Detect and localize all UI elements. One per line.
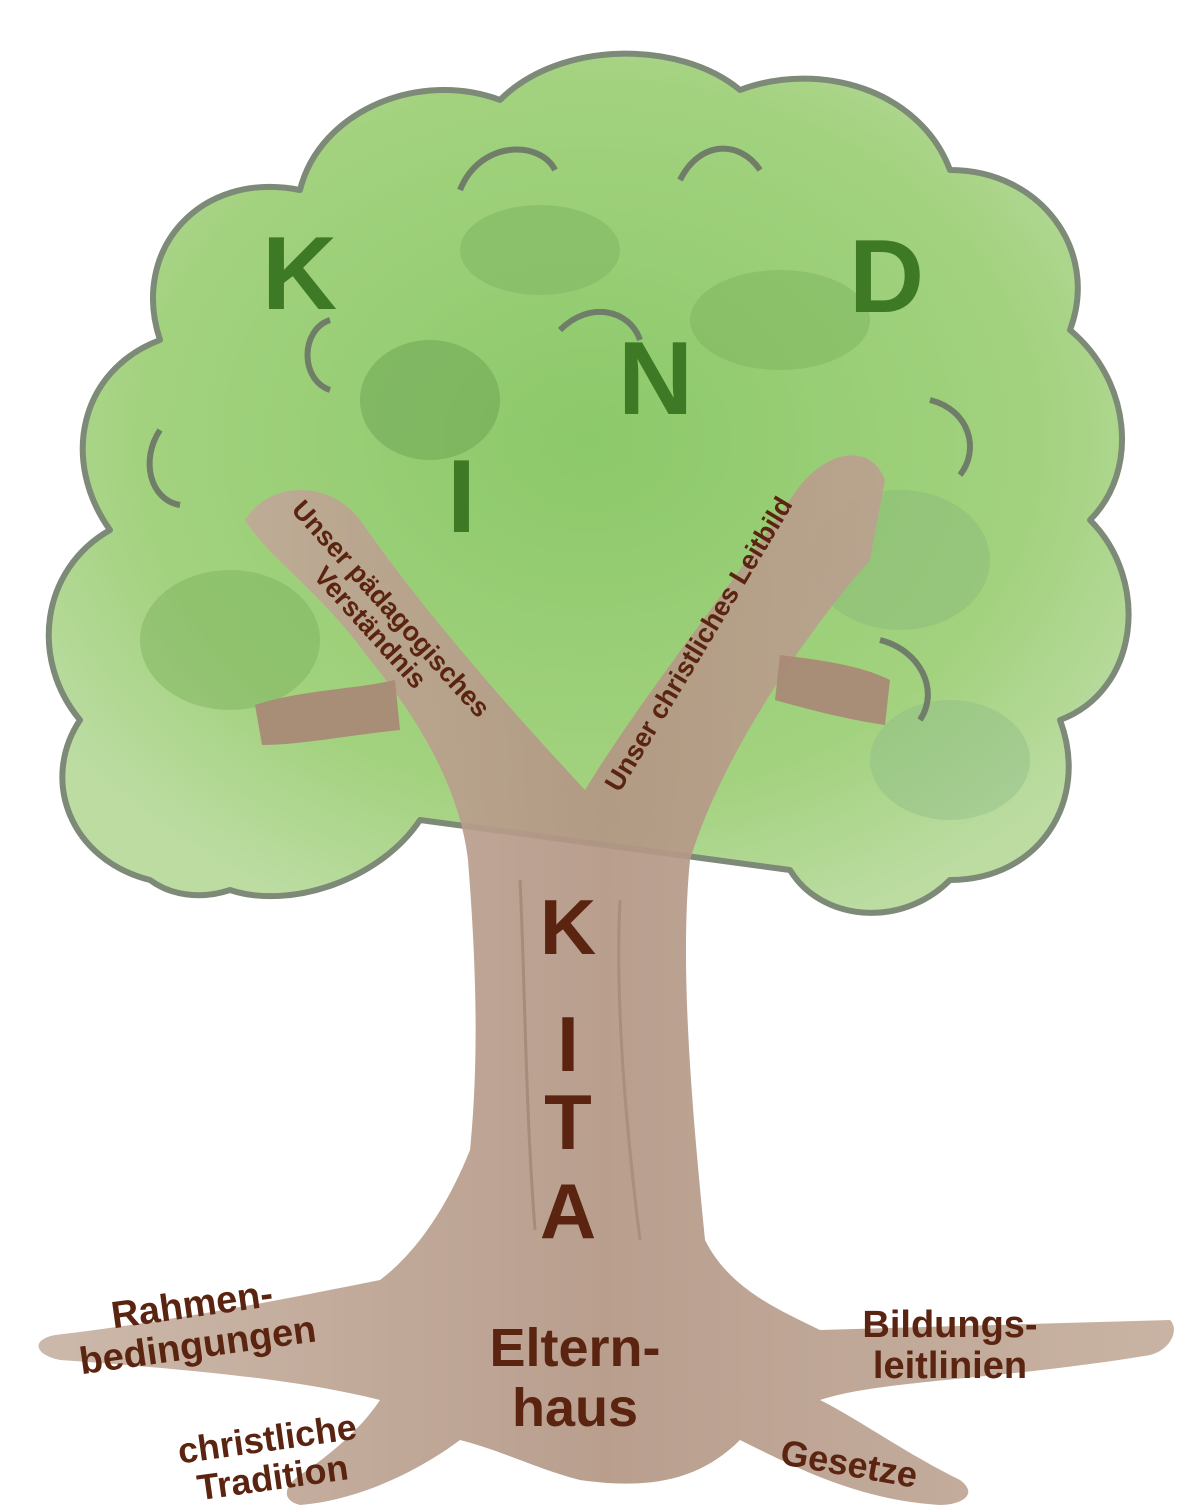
trunk-letter-k: K	[528, 888, 608, 966]
root-label-elternhaus: Eltern- haus	[460, 1318, 690, 1439]
crown-letter-k: K	[262, 222, 337, 326]
foliage	[49, 54, 1129, 913]
crown-letter-i: I	[447, 445, 476, 549]
trunk-letter-a: A	[528, 1172, 608, 1250]
root-label-bildung-line2: leitlinien	[815, 1346, 1085, 1387]
crown-letter-d: D	[849, 225, 924, 329]
root-label-eltern-line2: haus	[460, 1378, 690, 1438]
trunk-letter-i: I	[528, 1005, 608, 1083]
root-label-bildungsleitlinien: Bildungs- leitlinien	[815, 1305, 1085, 1387]
root-label-bildung-line1: Bildungs-	[815, 1305, 1085, 1346]
root-label-eltern-line1: Eltern-	[460, 1318, 690, 1378]
crown-letter-n: N	[618, 327, 693, 431]
trunk-letter-t: T	[528, 1083, 608, 1161]
